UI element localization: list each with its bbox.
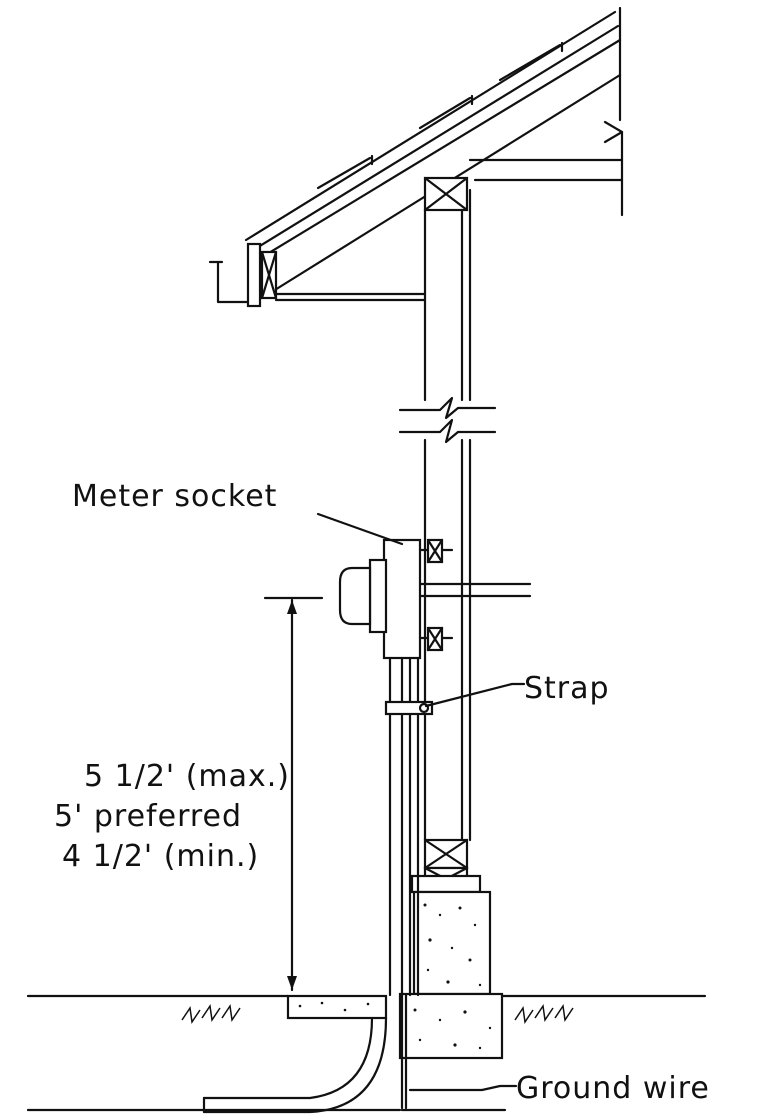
label-strap: Strap: [524, 671, 610, 706]
label-height-preferred: 5' preferred: [54, 799, 242, 834]
arrow-up-icon: [287, 600, 297, 614]
ground-wire-leader: [408, 1084, 518, 1092]
label-meter-socket: Meter socket: [72, 479, 277, 514]
house-wall: [398, 188, 497, 894]
label-ground-wire: Ground wire: [516, 1071, 710, 1106]
service-conduit: [202, 656, 434, 1114]
ground-line: [26, 994, 707, 1112]
meter-socket: [338, 538, 532, 660]
strap-leader: [424, 682, 526, 708]
label-height-min: 4 1/2' (min.): [62, 839, 259, 874]
roof-assembly: [208, 6, 624, 308]
meter-socket-leader: [316, 512, 404, 546]
concrete-texture: [413, 903, 492, 1050]
foundation: [286, 890, 504, 1060]
label-height-max: 5 1/2' (max.): [84, 759, 290, 794]
height-dimension: [263, 596, 324, 992]
arrow-down-icon: [287, 976, 297, 990]
